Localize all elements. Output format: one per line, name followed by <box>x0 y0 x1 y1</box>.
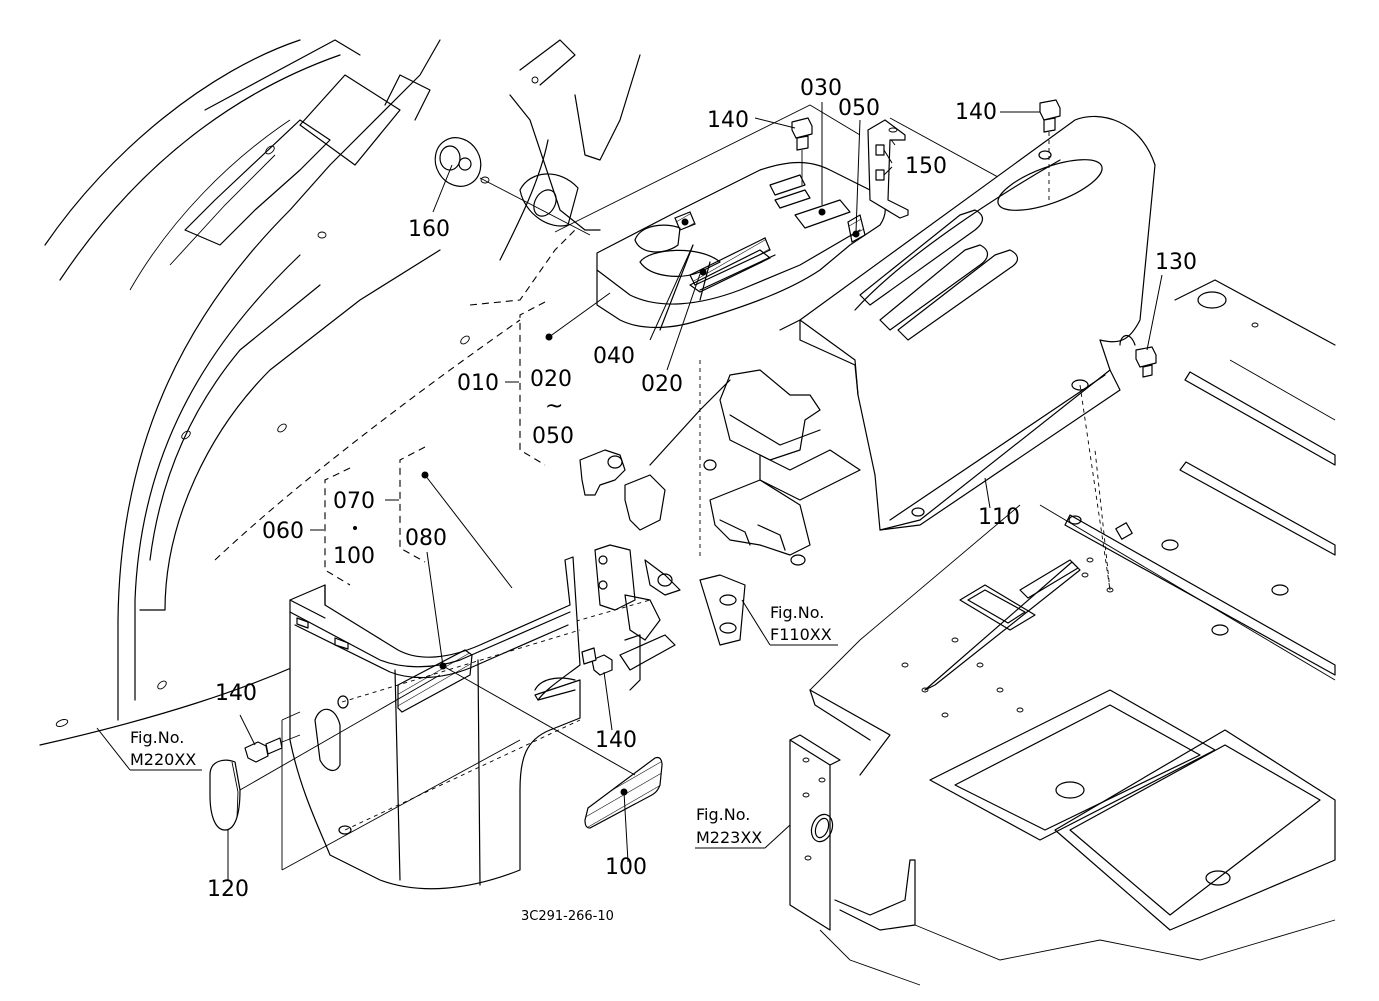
floor-chassis <box>789 279 1336 986</box>
callout-100: 100 <box>605 855 647 880</box>
callout-050: 050 <box>838 96 880 121</box>
bolt-140-center <box>581 647 613 676</box>
callout-020-a: 020 <box>641 372 683 397</box>
callout-120: 120 <box>207 877 249 902</box>
bolts <box>244 99 1157 763</box>
callout-150: 150 <box>905 154 947 179</box>
callout-100-range: 100 <box>333 544 375 569</box>
callout-080: 080 <box>405 526 447 551</box>
console-panel-010 <box>596 161 886 331</box>
group-bracket-010 <box>519 301 546 466</box>
side-cover-110 <box>779 115 1156 591</box>
callout-140-d: 140 <box>215 681 257 706</box>
leader-lines <box>96 102 1163 880</box>
document-number: 3C291-266-10 <box>521 909 614 924</box>
group-bracket-080 <box>399 446 426 563</box>
callout-160: 160 <box>408 217 450 242</box>
figure-reference-f110[interactable]: Fig.No. F110XX <box>770 603 832 644</box>
bolt-140-top-left <box>791 117 813 185</box>
fig-ref-prefix: Fig.No. <box>696 805 750 824</box>
callout-010: 010 <box>457 371 499 396</box>
bolt-140-left <box>244 734 301 763</box>
fender-holes <box>55 76 539 727</box>
callout-labels: 140 030 050 140 150 160 130 040 020 010 … <box>207 76 1197 902</box>
callout-030: 030 <box>800 76 842 101</box>
callout-020-range: 020 <box>530 367 572 392</box>
front-cover-060 <box>289 556 581 890</box>
callout-050-range: 050 <box>532 424 574 449</box>
figure-reference-m220[interactable]: Fig.No. M220XX <box>130 728 196 769</box>
callout-130: 130 <box>1155 250 1197 275</box>
bolt-130 <box>1135 346 1157 378</box>
group-bracket-060 <box>324 467 351 586</box>
figure-reference-m223[interactable]: Fig.No. M223XX <box>696 805 762 847</box>
fig-ref-number[interactable]: M220XX <box>130 750 196 769</box>
callout-140-c: 140 <box>595 728 637 753</box>
callout-range-tilde: ~ <box>545 394 563 419</box>
bolt-140-top-right <box>1039 99 1061 200</box>
callout-060: 060 <box>262 519 304 544</box>
grommet-160 <box>434 137 591 236</box>
fig-ref-number[interactable]: F110XX <box>770 625 832 644</box>
callout-110: 110 <box>978 505 1020 530</box>
shift-mechanism <box>544 360 861 691</box>
bracket-150 <box>867 119 909 219</box>
cap-120 <box>209 759 241 831</box>
callout-040: 040 <box>593 344 635 369</box>
callout-140-a: 140 <box>707 108 749 133</box>
fig-ref-prefix: Fig.No. <box>130 728 184 747</box>
callout-140-b: 140 <box>955 100 997 125</box>
fig-ref-prefix: Fig.No. <box>770 603 824 622</box>
fig-ref-number[interactable]: M223XX <box>696 828 762 847</box>
callout-070: 070 <box>333 489 375 514</box>
